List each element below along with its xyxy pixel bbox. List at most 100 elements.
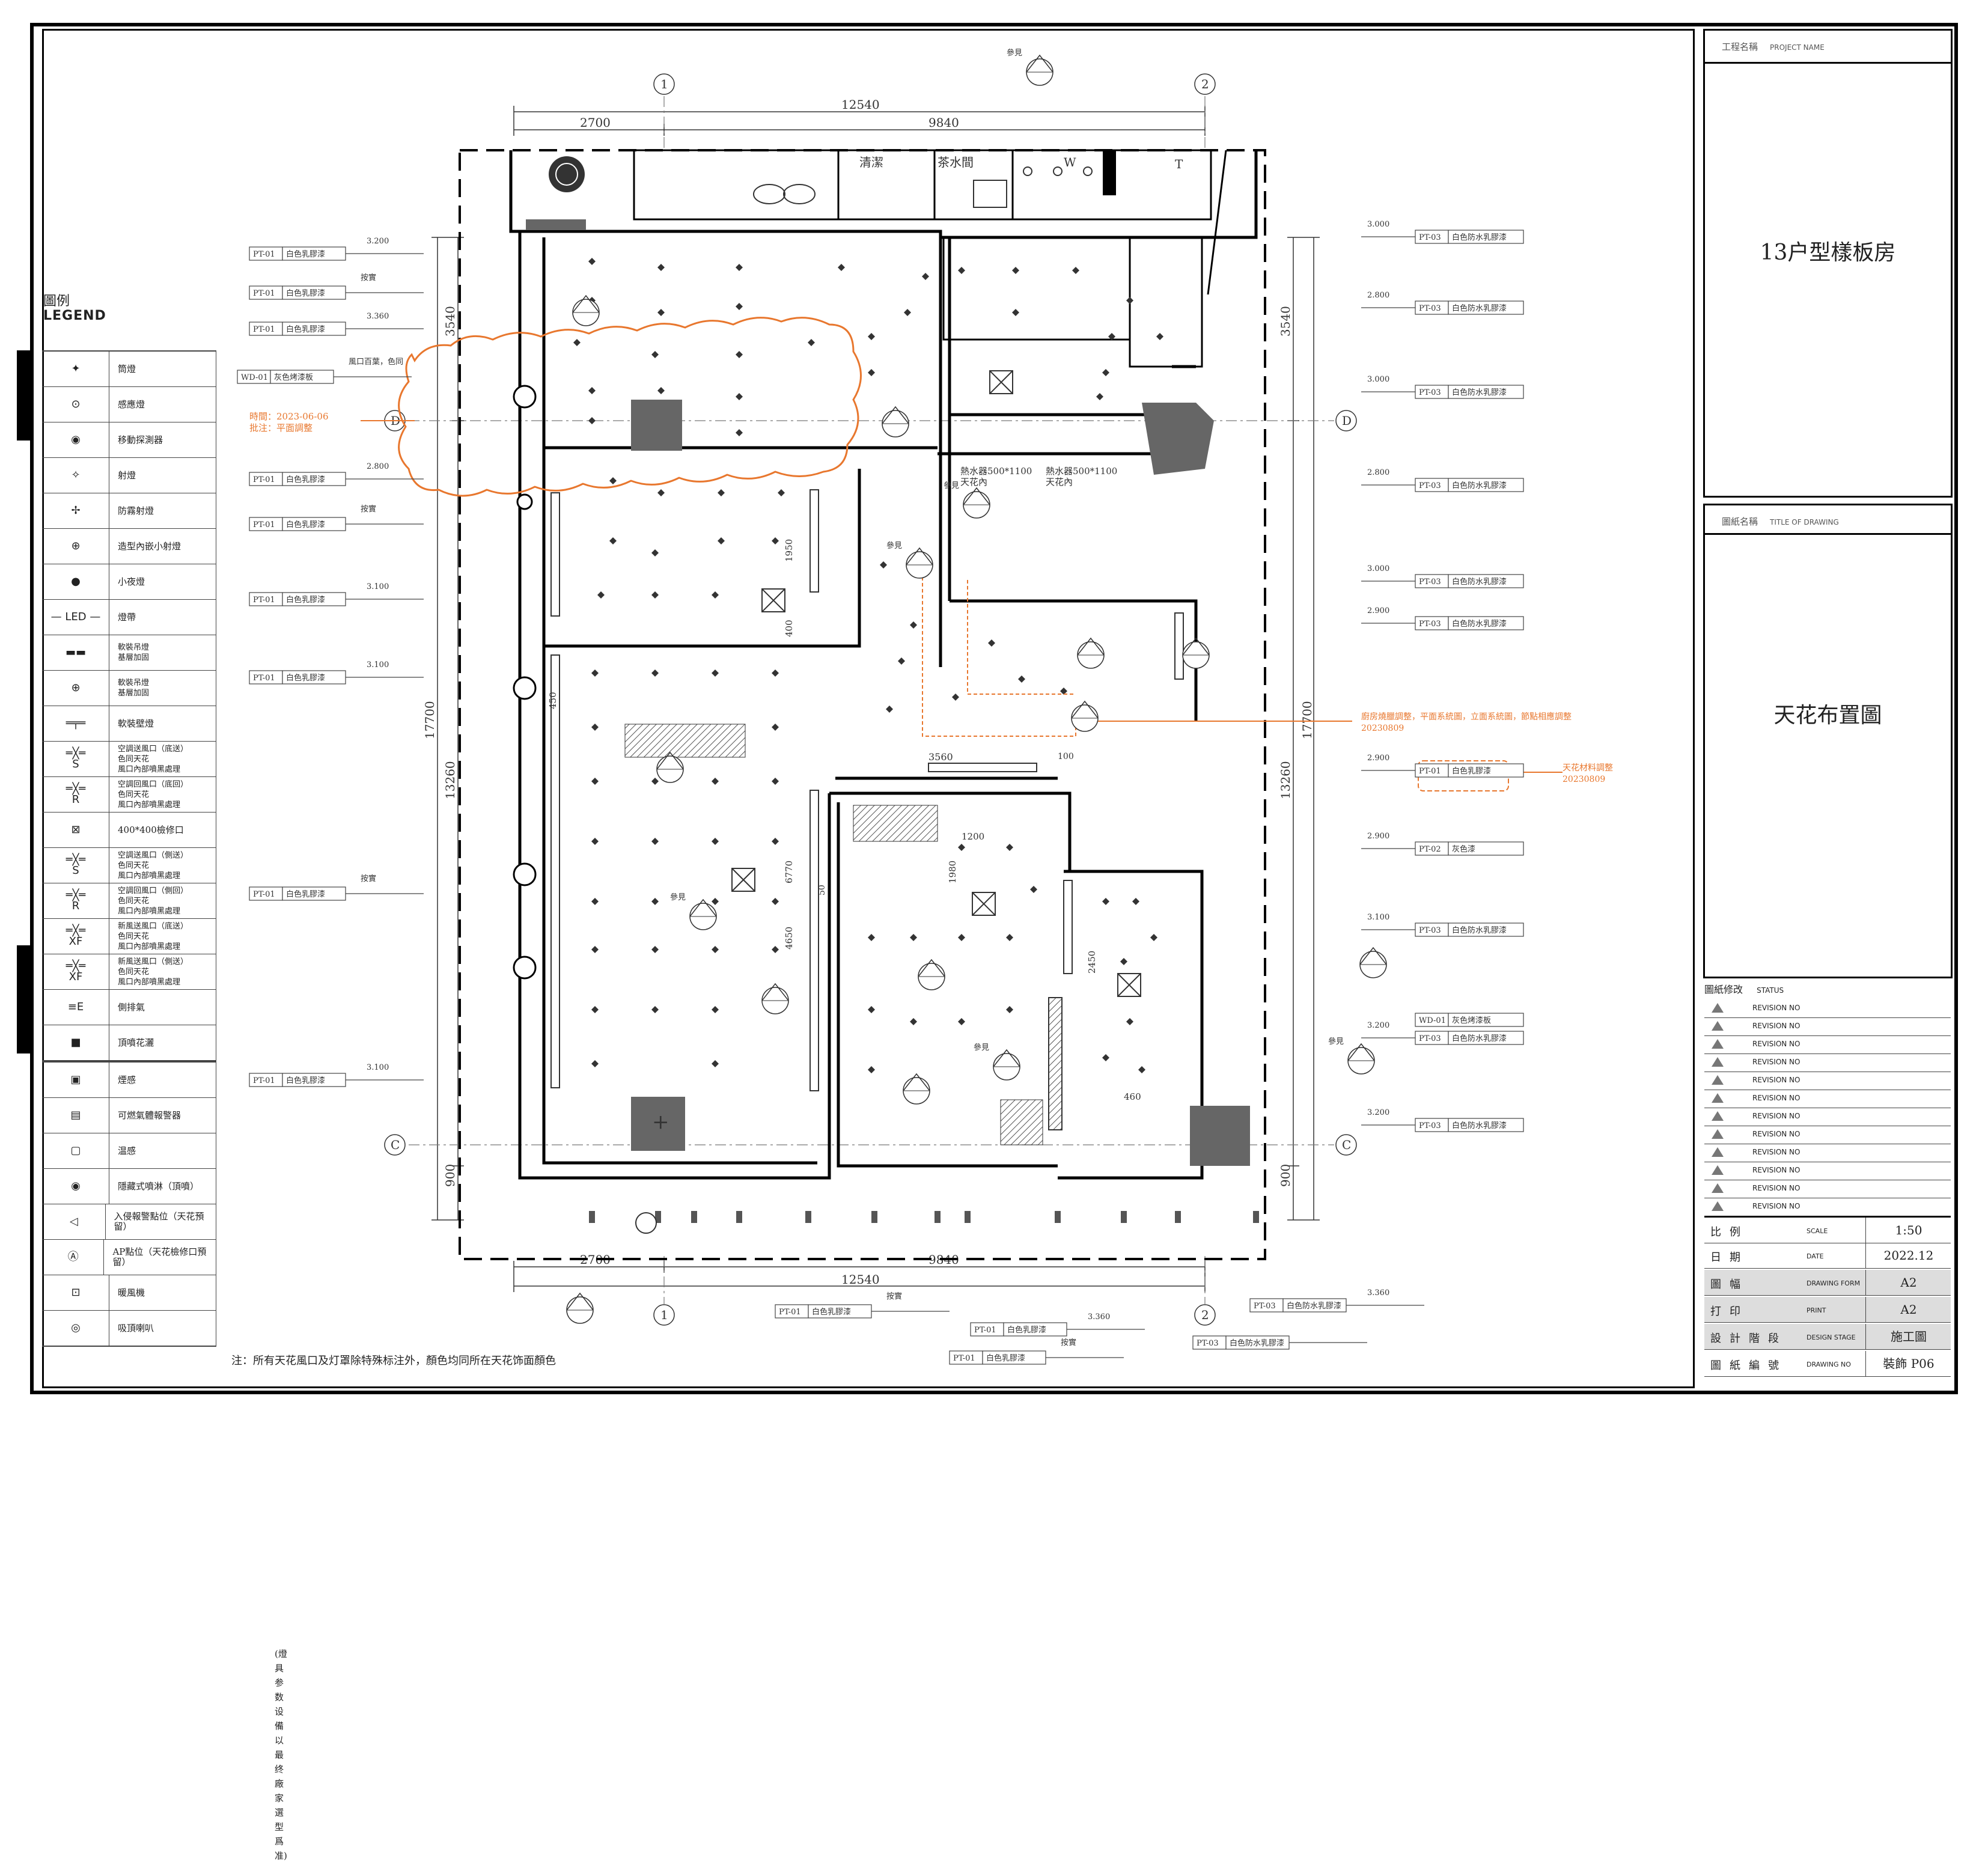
tag-material: 白色防水乳膠漆 xyxy=(1452,925,1507,935)
section-reference-icon xyxy=(761,983,789,1014)
tag-code: PT-01 xyxy=(953,1354,975,1363)
legend-label: 空調送風口（側送） 色同天花 風口內部噴黑處理 xyxy=(118,850,189,880)
grid-bubble-c-left: C xyxy=(384,1134,406,1156)
ceiling-boxes xyxy=(624,400,1250,1166)
downlight-icon xyxy=(712,591,719,599)
downlight-icon xyxy=(651,898,659,905)
tag-material: 白色防水乳膠漆 xyxy=(1452,619,1507,629)
tag-code: PT-02 xyxy=(1419,845,1441,854)
section-reference-icon: 參見 xyxy=(886,541,933,579)
legend-symbol: ■ xyxy=(43,1025,109,1060)
legend-label: 可燃氣體報警器 xyxy=(118,1109,181,1121)
downlight-icon xyxy=(958,934,965,941)
section-reference-icon xyxy=(882,406,909,438)
info-key: 圖紙編號 xyxy=(1710,1359,1787,1372)
dim-1980: 1980 xyxy=(947,861,958,883)
heat-sensor-icon: ▢ xyxy=(70,1144,81,1157)
dim-left-total: 17700 xyxy=(422,701,437,739)
legend-label: 側排氣 xyxy=(118,1001,145,1013)
legend-symbol: ▢ xyxy=(43,1133,109,1168)
downlight-icon xyxy=(588,417,596,424)
info-value: A2 xyxy=(1865,1270,1951,1295)
slot-diffusers xyxy=(550,489,1184,1130)
legend-symbol: ═╳═ XF xyxy=(43,919,109,954)
legend-label: 400*400檢修口 xyxy=(118,824,184,835)
ap-point-icon: Ⓐ xyxy=(67,1251,79,1263)
fresh-air-bottom-icon: ═╳═ XF xyxy=(66,924,86,948)
downlight-icon xyxy=(868,934,875,941)
legend-lighting-table: ✦筒燈⊙感應燈◉移動探測器✧射燈✢防霧射燈⊕造型內嵌小射燈●小夜燈— LED —… xyxy=(42,350,216,1061)
downlight-icon xyxy=(1030,886,1037,893)
legend-row: ⊙感應燈 xyxy=(43,387,216,422)
legend-row: ▬▬軟裝吊燈 基層加固 xyxy=(43,635,216,671)
tag-elevation: 3.200 xyxy=(367,237,389,246)
tag-elevation: 3.100 xyxy=(367,660,389,669)
downlight-icon xyxy=(718,489,725,496)
tag-material: 白色防水乳膠漆 xyxy=(1452,1121,1507,1130)
legend-title-cn: 圖例 xyxy=(43,294,70,309)
legend-label: 隱藏式噴淋（頂噴） xyxy=(118,1180,200,1192)
drawing-frame xyxy=(42,29,1695,1388)
project-name: 13户型樣板房 xyxy=(1760,240,1896,265)
outdoor-unit xyxy=(549,156,585,192)
tag-code: PT-03 xyxy=(1419,1034,1441,1043)
revision-label: REVISION NO xyxy=(1752,1148,1800,1156)
downlight-icon xyxy=(958,844,965,851)
legend-row: ▤可燃氣體報警器 xyxy=(43,1098,216,1133)
legend-label: 筒燈 xyxy=(118,363,136,374)
tag-material: 白色乳膠漆 xyxy=(286,889,325,899)
downlight-icon xyxy=(651,778,659,785)
downlight-icon xyxy=(910,621,917,629)
tag-material: 白色乳膠漆 xyxy=(986,1353,1025,1363)
legend-label: 軟裝吊燈 基層加固 xyxy=(118,643,150,662)
column-top xyxy=(1103,150,1116,195)
elevation-marker-icon xyxy=(736,1211,742,1223)
revision-label: REVISION NO xyxy=(1752,1058,1800,1066)
downlight-icon xyxy=(591,1006,599,1013)
elevation-marker-icon xyxy=(805,1211,811,1223)
downlight-icon xyxy=(736,429,743,436)
downlight-icon xyxy=(651,669,659,677)
legend-label: 入侵報警點位（天花預留） xyxy=(114,1211,204,1232)
tag-material: 白色防水乳膠漆 xyxy=(1452,303,1507,313)
legend-symbol: Ⓐ xyxy=(43,1240,105,1275)
tag-elevation: 3.360 xyxy=(367,312,389,321)
downlight-icon xyxy=(886,706,893,713)
downlight-icon xyxy=(736,351,743,358)
tag-code: PT-01 xyxy=(253,890,275,899)
tag-elevation: 2.900 xyxy=(1367,606,1389,615)
tag-note: 按實 xyxy=(361,874,376,883)
revision-row: REVISION NO xyxy=(1704,1108,1951,1126)
legend-symbol: ═╳═ S xyxy=(43,848,109,883)
dim-50: 50 xyxy=(817,885,827,895)
revision-row: REVISION NO xyxy=(1704,999,1951,1018)
tag-material: 白色乳膠漆 xyxy=(286,475,325,484)
dim-left-top: 3540 xyxy=(443,306,457,337)
downlight-icon xyxy=(868,333,875,340)
registration-mark xyxy=(17,350,30,441)
tag-material: 白色防水乳膠漆 xyxy=(1287,1301,1341,1311)
dim-3560: 3560 xyxy=(928,751,953,763)
tag-material: 灰色烤漆板 xyxy=(274,373,313,382)
legend-label: 射燈 xyxy=(118,469,136,481)
legend-symbol: ◉ xyxy=(43,1169,109,1204)
dim-100: 100 xyxy=(1058,752,1074,761)
dim-top-total: 12540 xyxy=(841,97,880,112)
downlight-icon xyxy=(868,1066,875,1073)
tag-code: PT-01 xyxy=(253,674,275,683)
svg-text:C: C xyxy=(1342,1138,1351,1152)
tag-code: PT-01 xyxy=(253,325,275,334)
